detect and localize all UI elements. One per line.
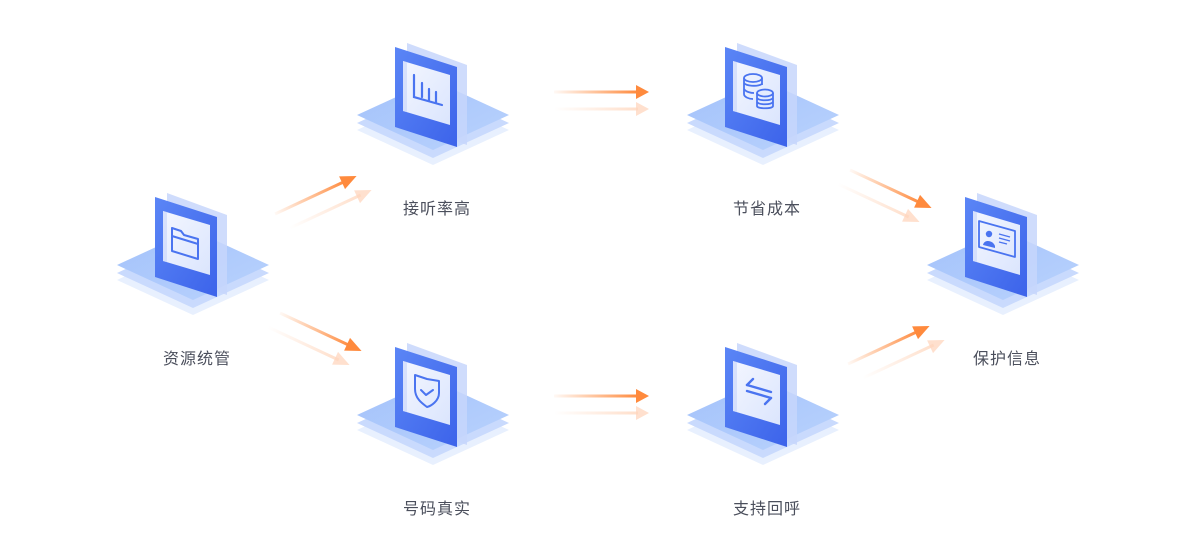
node-label: 节省成本 (732, 199, 801, 218)
protect-info-illustration (927, 193, 1079, 315)
flow-arrow-number-to-callback (554, 389, 649, 420)
node-label: 接听率高 (402, 199, 471, 218)
swap-arrows-icon (745, 377, 773, 406)
flow-arrow-cost-to-protect (837, 168, 932, 223)
bar-chart-icon (412, 73, 444, 107)
node-high-answer-rate: 接听率高 (357, 35, 517, 225)
node-resource-management: 资源统管 (117, 185, 277, 375)
node-save-cost: 节省成本 (687, 35, 847, 225)
coins-icon (743, 73, 774, 110)
node-label: 号码真实 (402, 499, 471, 518)
callback-illustration (687, 343, 839, 465)
folder-icon (171, 227, 199, 260)
id-card-icon (978, 220, 1016, 258)
flow-arrow-answer-to-cost (554, 85, 649, 116)
answer-rate-illustration (357, 43, 509, 165)
node-real-number: 号码真实 (357, 335, 517, 525)
node-protect-info: 保护信息 (927, 185, 1087, 375)
node-label: 资源统管 (162, 349, 231, 368)
save-cost-illustration (687, 43, 839, 165)
real-number-illustration (357, 343, 509, 465)
shield-check-icon (414, 374, 440, 408)
flow-arrow-callback-to-protect (847, 325, 945, 380)
flow-arrow-resource-to-number (267, 311, 362, 366)
flow-arrow-resource-to-answer (274, 175, 372, 230)
node-support-callback: 支持回呼 (687, 335, 847, 525)
resource-illustration (117, 193, 269, 315)
node-label: 保护信息 (972, 349, 1041, 368)
node-label: 支持回呼 (732, 499, 801, 518)
